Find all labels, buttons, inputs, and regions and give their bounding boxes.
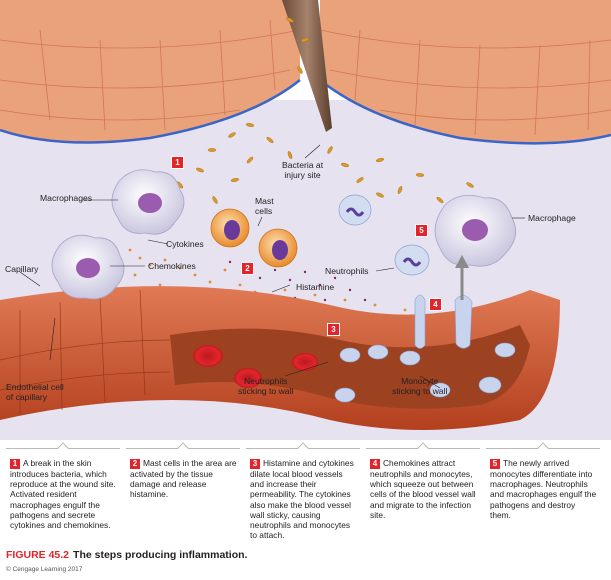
badge-step-5: 5 bbox=[415, 224, 428, 237]
skin-right bbox=[320, 0, 611, 144]
macrophage-lower bbox=[51, 234, 125, 300]
step-number: 5 bbox=[490, 459, 500, 469]
bacteria-cluster bbox=[166, 17, 474, 208]
badge-step-3: 3 bbox=[327, 323, 340, 336]
mast-cell-2 bbox=[258, 228, 298, 268]
label-chemokines: Chemokines bbox=[148, 261, 196, 271]
label-macrophages: Macrophages bbox=[40, 193, 93, 203]
migrating-cells bbox=[414, 294, 473, 349]
skin-membrane-right bbox=[319, 79, 611, 145]
step-divider bbox=[366, 448, 480, 449]
step-number: 1 bbox=[10, 459, 20, 469]
splinter bbox=[282, 0, 332, 132]
skin-left bbox=[0, 0, 300, 143]
copyright-notice: © Cengage Learning 2017 bbox=[6, 566, 83, 573]
step-number: 2 bbox=[130, 459, 140, 469]
step-number: 3 bbox=[250, 459, 260, 469]
label-macrophage: Macrophage bbox=[528, 213, 576, 223]
step-divider bbox=[6, 448, 120, 449]
inflammation-illustration bbox=[0, 0, 611, 440]
neutrophil-tissue-2 bbox=[394, 244, 430, 276]
badge-step-2: 2 bbox=[241, 262, 254, 275]
step-divider bbox=[486, 448, 600, 449]
neutrophil-tissue-1 bbox=[338, 194, 372, 226]
mast-cell-1 bbox=[210, 208, 250, 248]
label-cytokines: Cytokines bbox=[166, 239, 204, 249]
step-text: Chemokines attract neutrophils and monoc… bbox=[370, 458, 476, 520]
macrophage-right bbox=[434, 194, 517, 267]
step-text: A break in the skin introduces bacteria,… bbox=[10, 458, 116, 531]
step-divider bbox=[246, 448, 360, 449]
step-divider bbox=[126, 448, 240, 449]
skin-membrane-left bbox=[0, 79, 301, 144]
figure-number: FIGURE 45.2 bbox=[6, 549, 70, 561]
label-capillary: Capillary bbox=[5, 264, 39, 274]
step-text: The newly arrived monocytes differentiat… bbox=[490, 458, 597, 520]
step-text: Mast cells in the area are activated by … bbox=[130, 458, 237, 500]
label-neutrophils: Neutrophils bbox=[325, 266, 369, 276]
step-number: 4 bbox=[370, 459, 380, 469]
macrophage-upper bbox=[111, 169, 185, 235]
figure-title: The steps producing inflammation. bbox=[73, 549, 248, 561]
badge-step-1: 1 bbox=[171, 156, 184, 169]
vessel-leukocytes bbox=[334, 342, 516, 403]
histamine-dots bbox=[213, 260, 367, 302]
label-histamine: Histamine bbox=[296, 282, 335, 292]
badge-step-4: 4 bbox=[429, 298, 442, 311]
red-blood-cells bbox=[193, 345, 318, 388]
step-text: Histamine and cytokines dilate local blo… bbox=[250, 458, 354, 541]
differentiation-arrowhead bbox=[455, 255, 469, 268]
